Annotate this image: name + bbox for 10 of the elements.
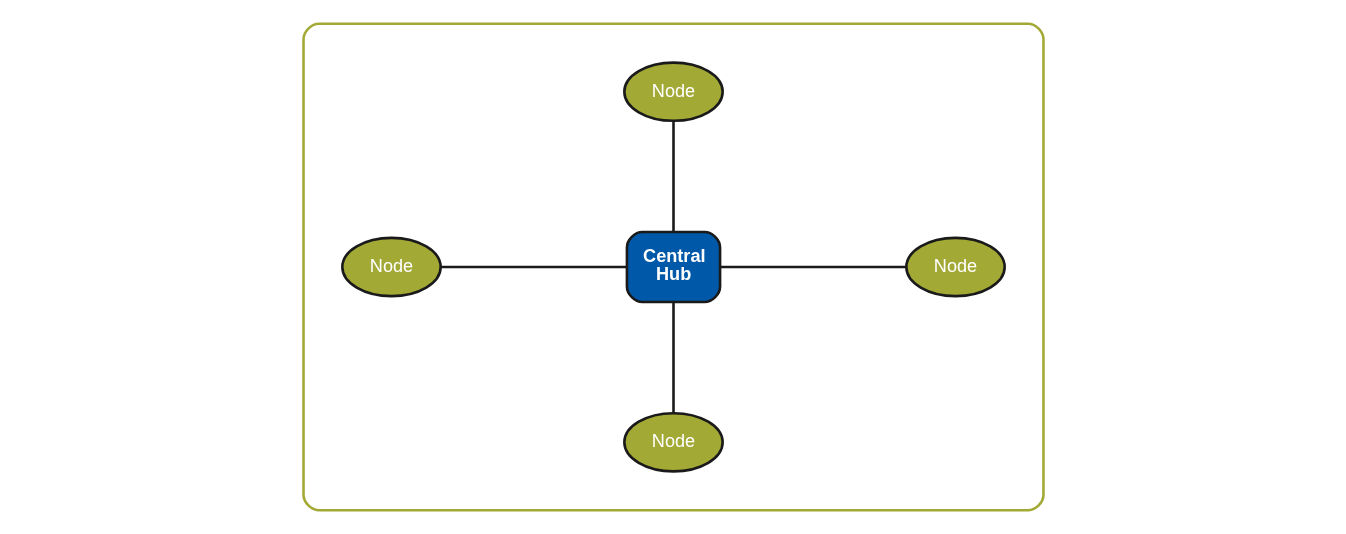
node-box: Central Hub: [625, 230, 721, 304]
connector: [671, 302, 675, 414]
connector: [671, 121, 675, 232]
node-ellipse: Node: [622, 411, 724, 473]
connector: [719, 265, 906, 269]
node-ellipse: Node: [904, 236, 1006, 298]
connector: [440, 265, 627, 269]
node-ellipse: Node: [340, 236, 442, 298]
node-ellipse: Node: [622, 61, 724, 123]
cluster: [301, 22, 1045, 512]
